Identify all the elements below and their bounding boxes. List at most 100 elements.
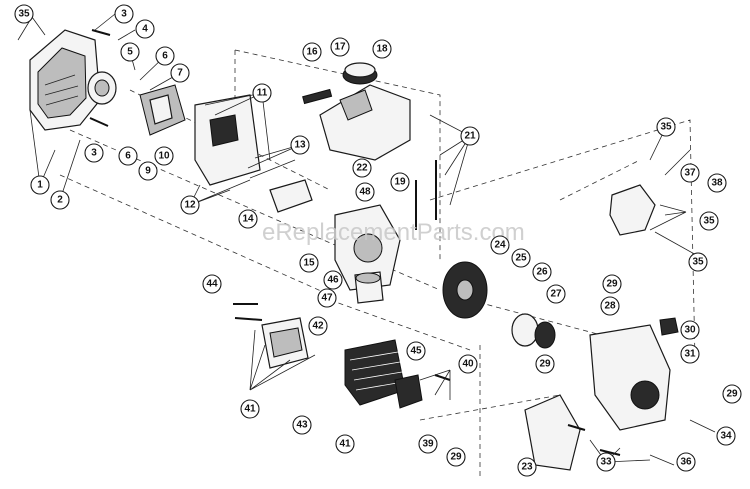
svg-text:36: 36 <box>680 457 692 468</box>
callout-38: 39 <box>418 434 438 454</box>
svg-text:40: 40 <box>462 359 474 370</box>
svg-text:18: 18 <box>376 44 388 55</box>
callout-11: 11 <box>252 83 272 103</box>
svg-text:21: 21 <box>464 131 476 142</box>
callout-29-top: 29 <box>602 274 622 294</box>
crankcase <box>334 204 401 291</box>
svg-text:33: 33 <box>600 457 612 468</box>
assembly-guide-lines <box>59 49 696 480</box>
svg-text:35: 35 <box>703 216 715 227</box>
svg-text:42: 42 <box>312 321 324 332</box>
svg-text:6: 6 <box>162 51 168 62</box>
callout-9: 9 <box>138 161 158 181</box>
callout-29-bottom: 29 <box>446 447 466 467</box>
callout-31: 31 <box>680 344 700 364</box>
callout-35-bottom: 36 <box>676 452 696 472</box>
svg-text:13: 13 <box>294 140 306 151</box>
callout-25: 26 <box>532 262 552 282</box>
svg-text:5: 5 <box>127 47 133 58</box>
svg-text:16: 16 <box>306 47 318 58</box>
svg-text:34: 34 <box>720 431 732 442</box>
callout-47: 47 <box>317 288 337 308</box>
svg-text:48: 48 <box>359 187 371 198</box>
svg-text:26: 26 <box>536 267 548 278</box>
starter-housing <box>589 324 671 431</box>
svg-text:44: 44 <box>206 279 218 290</box>
fasteners <box>89 29 621 456</box>
callout-3-lower: 3 <box>84 143 104 163</box>
callout-17: 17 <box>330 37 350 57</box>
fuel-tank <box>319 84 411 161</box>
callout-42: 42 <box>308 316 328 336</box>
callout-2: 2 <box>50 190 70 210</box>
callout-18: 18 <box>372 39 392 59</box>
ignition-module <box>394 374 423 409</box>
callout-27: 28 <box>600 296 620 316</box>
svg-text:19: 19 <box>394 177 406 188</box>
flywheel <box>442 261 488 319</box>
gasket <box>269 179 313 213</box>
svg-text:29: 29 <box>606 279 618 290</box>
svg-text:38: 38 <box>711 178 723 189</box>
svg-text:12: 12 <box>184 200 196 211</box>
svg-text:35: 35 <box>692 257 704 268</box>
carburetor-adapter <box>194 94 261 186</box>
callout-45: 45 <box>406 341 426 361</box>
callout-44: 44 <box>202 274 222 294</box>
svg-text:4: 4 <box>142 24 148 35</box>
callout-22: 23 <box>517 457 537 477</box>
callout-16: 16 <box>302 42 322 62</box>
callout-20: 21 <box>460 126 480 146</box>
callout-6: 6 <box>155 46 175 66</box>
fuel-cap <box>342 62 378 85</box>
callout-43: 43 <box>292 415 312 435</box>
callout-21: 22 <box>352 158 372 178</box>
svg-text:3: 3 <box>121 9 127 20</box>
callout-39: 40 <box>458 354 478 374</box>
svg-text:2: 2 <box>57 195 63 206</box>
callout-4: 4 <box>135 19 155 39</box>
carburetor <box>139 84 186 136</box>
svg-text:17: 17 <box>334 42 346 53</box>
svg-text:24: 24 <box>494 240 506 251</box>
callout-5: 5 <box>120 42 140 62</box>
callout-37: 38 <box>707 173 727 193</box>
callout-23: 24 <box>490 235 510 255</box>
air-filter-element <box>87 71 117 105</box>
clutch <box>511 313 556 349</box>
cylinder <box>344 339 406 406</box>
svg-text:39: 39 <box>422 439 434 450</box>
ignition-cover <box>609 184 656 236</box>
callout-12: 12 <box>180 195 200 215</box>
callout-13: 13 <box>290 135 310 155</box>
svg-text:11: 11 <box>257 88 268 99</box>
callout-40: 41 <box>335 434 355 454</box>
watermark: eReplacementParts.com <box>262 219 525 246</box>
svg-text:9: 9 <box>145 166 151 177</box>
callout-46: 46 <box>323 270 343 290</box>
svg-text:6: 6 <box>125 151 131 162</box>
callout-24: 25 <box>511 248 531 268</box>
svg-text:28: 28 <box>604 301 616 312</box>
svg-text:7: 7 <box>177 68 183 79</box>
svg-text:23: 23 <box>521 462 533 473</box>
svg-text:3: 3 <box>91 148 97 159</box>
callout-1: 1 <box>30 175 50 195</box>
callout-10: 10 <box>154 146 174 166</box>
callout-36: 37 <box>680 163 700 183</box>
svg-text:47: 47 <box>321 293 333 304</box>
callout-48: 48 <box>355 182 375 202</box>
svg-text:37: 37 <box>684 168 696 179</box>
callout-41: 41 <box>240 399 260 419</box>
svg-text:35: 35 <box>660 122 672 133</box>
air-filter-cover <box>29 29 101 131</box>
fuel-line <box>302 88 333 105</box>
callout-19: 19 <box>390 172 410 192</box>
svg-text:15: 15 <box>303 258 315 269</box>
callout-28: 29 <box>535 354 555 374</box>
svg-text:22: 22 <box>356 163 368 174</box>
callout-8: 6 <box>118 146 138 166</box>
muffler <box>261 317 309 369</box>
svg-text:29: 29 <box>539 359 551 370</box>
svg-text:27: 27 <box>550 289 562 300</box>
